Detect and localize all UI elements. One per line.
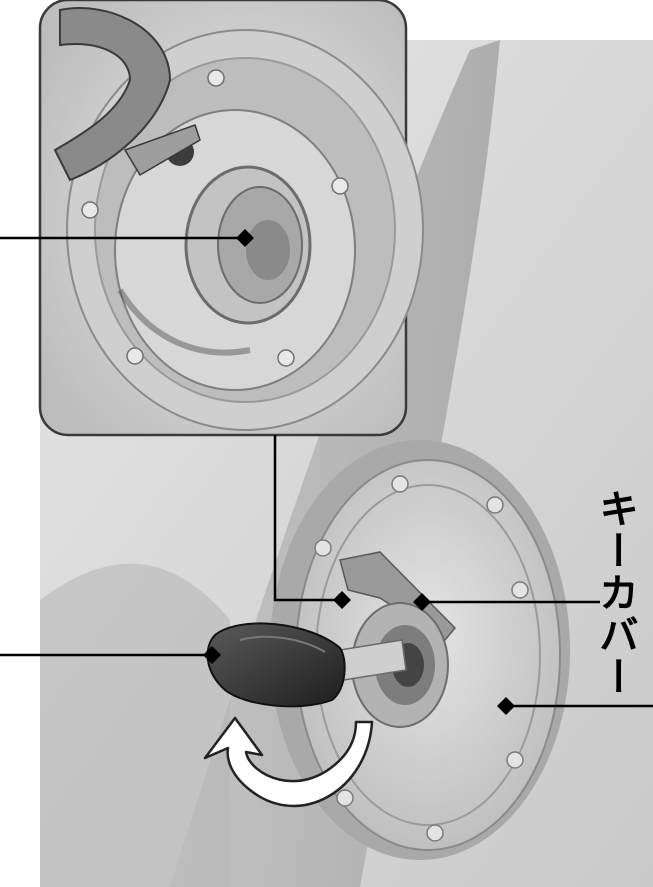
counterclockwise-arrow-icon xyxy=(203,716,374,808)
diamond-marker-icon xyxy=(203,229,515,715)
mounting-bolts xyxy=(313,475,529,842)
inset-detail-panel xyxy=(38,0,424,437)
key xyxy=(206,622,407,708)
inset-bolts xyxy=(81,69,349,367)
inset-hose-clamp xyxy=(53,7,201,182)
key-cover-label: キーカバー xyxy=(592,488,638,698)
callout-lines xyxy=(0,236,653,708)
